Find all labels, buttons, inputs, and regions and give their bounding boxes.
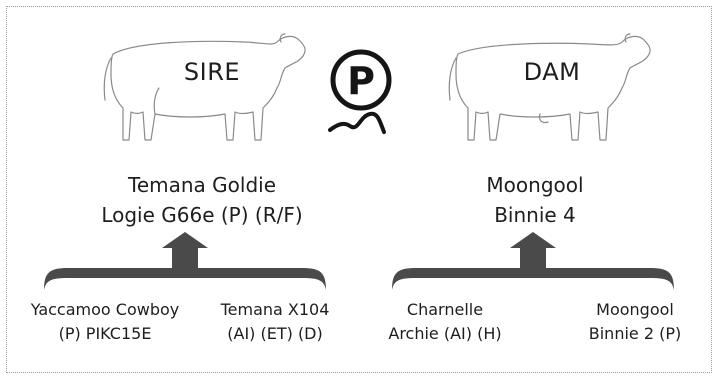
sire-father-line1: Yaccamoo Cowboy [30,300,180,319]
dam-name: Moongool Binnie 4 [405,170,665,230]
sire-mother-line1: Temana X104 [220,300,330,319]
sire-father: Yaccamoo Cowboy (P) PIKC15E [20,298,190,346]
sire-name-line2: Logie G66e (P) (R/F) [101,203,303,227]
sire-label: SIRE [183,58,241,86]
dam-name-line2: Binnie 4 [494,203,576,227]
dam-cow-illustration [440,28,660,148]
dam-name-line1: Moongool [486,173,584,197]
pedigree-frame [6,6,712,373]
polled-p-icon: P [328,49,392,134]
dam-father: Charnelle Archie (AI) (H) [370,298,520,346]
sire-name-line1: Temana Goldie [128,173,276,197]
sire-parents-arrow-icon [44,232,326,290]
sire-mother: Temana X104 (AI) (ET) (D) [200,298,350,346]
sire-father-line2: (P) PIKC15E [58,324,152,343]
dam-father-line2: Archie (AI) (H) [388,324,502,343]
logo-letter: P [347,59,375,103]
dam-mother: Moongool Binnie 2 (P) [560,298,710,346]
dam-mother-line1: Moongool [596,300,674,319]
sire-mother-line2: (AI) (ET) (D) [227,324,323,343]
dam-mother-line2: Binnie 2 (P) [588,324,682,343]
dam-label: DAM [523,58,581,86]
polled-logo: P [324,46,398,142]
sire-name: Temana Goldie Logie G66e (P) (R/F) [72,170,332,230]
sire-cow-illustration [95,28,315,148]
dam-parents-arrow-icon [392,232,674,290]
dam-father-line1: Charnelle [406,300,484,319]
